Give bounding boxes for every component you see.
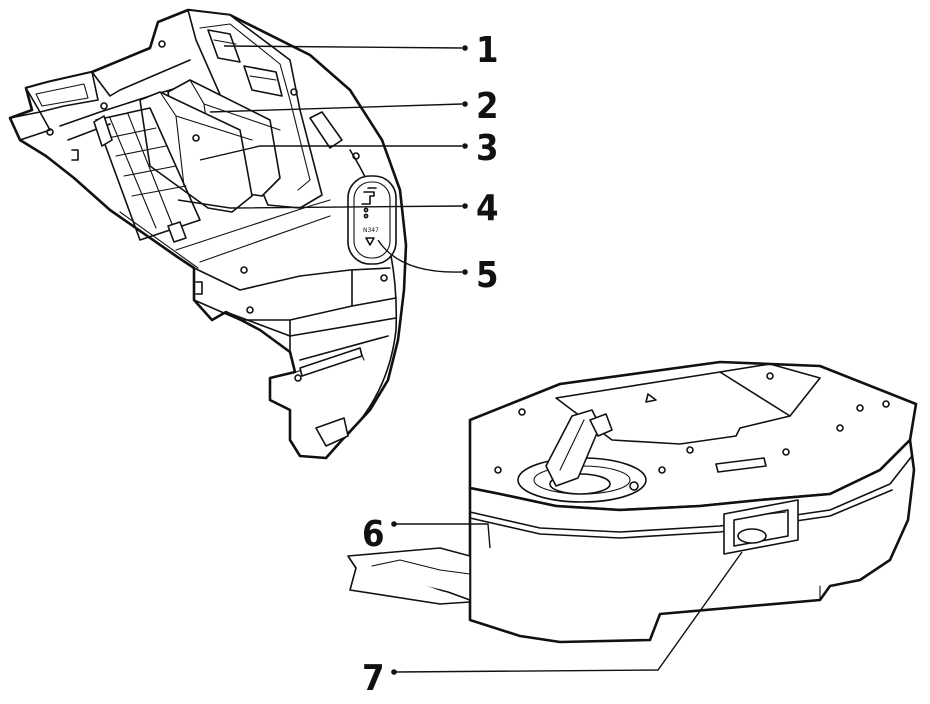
box-front-wall <box>468 438 916 644</box>
callout-5: 5 <box>476 255 499 296</box>
callout-4: 4 <box>476 188 499 229</box>
top-slot <box>715 457 767 473</box>
callout-6: 6 <box>362 514 385 555</box>
bottom-flap <box>315 417 349 447</box>
water-tank-top-view: N347 <box>8 8 408 460</box>
callout-3: 3 <box>476 128 499 169</box>
faucet-icon <box>361 187 377 219</box>
dust-box-assembly <box>347 360 918 644</box>
mesh-cage <box>93 107 201 243</box>
release-mark-text: N347 <box>363 227 379 234</box>
callout-2: 2 <box>476 86 499 127</box>
filter-frame-plate <box>187 9 323 209</box>
callout-leaders <box>177 45 743 675</box>
callout-numbers: 1 2 3 4 5 6 7 <box>362 30 499 699</box>
callout-7: 7 <box>362 658 385 699</box>
water-fill-cap: N347 <box>347 175 397 265</box>
side-grip-slot <box>309 111 343 149</box>
top-cover-hatch <box>555 371 791 445</box>
release-button-icon: N347 <box>363 227 379 246</box>
callout-1: 1 <box>476 30 499 71</box>
open-cap <box>517 409 647 503</box>
filter-block-front <box>139 91 253 213</box>
tank-body-outline <box>8 8 408 460</box>
latch-window <box>723 499 799 555</box>
